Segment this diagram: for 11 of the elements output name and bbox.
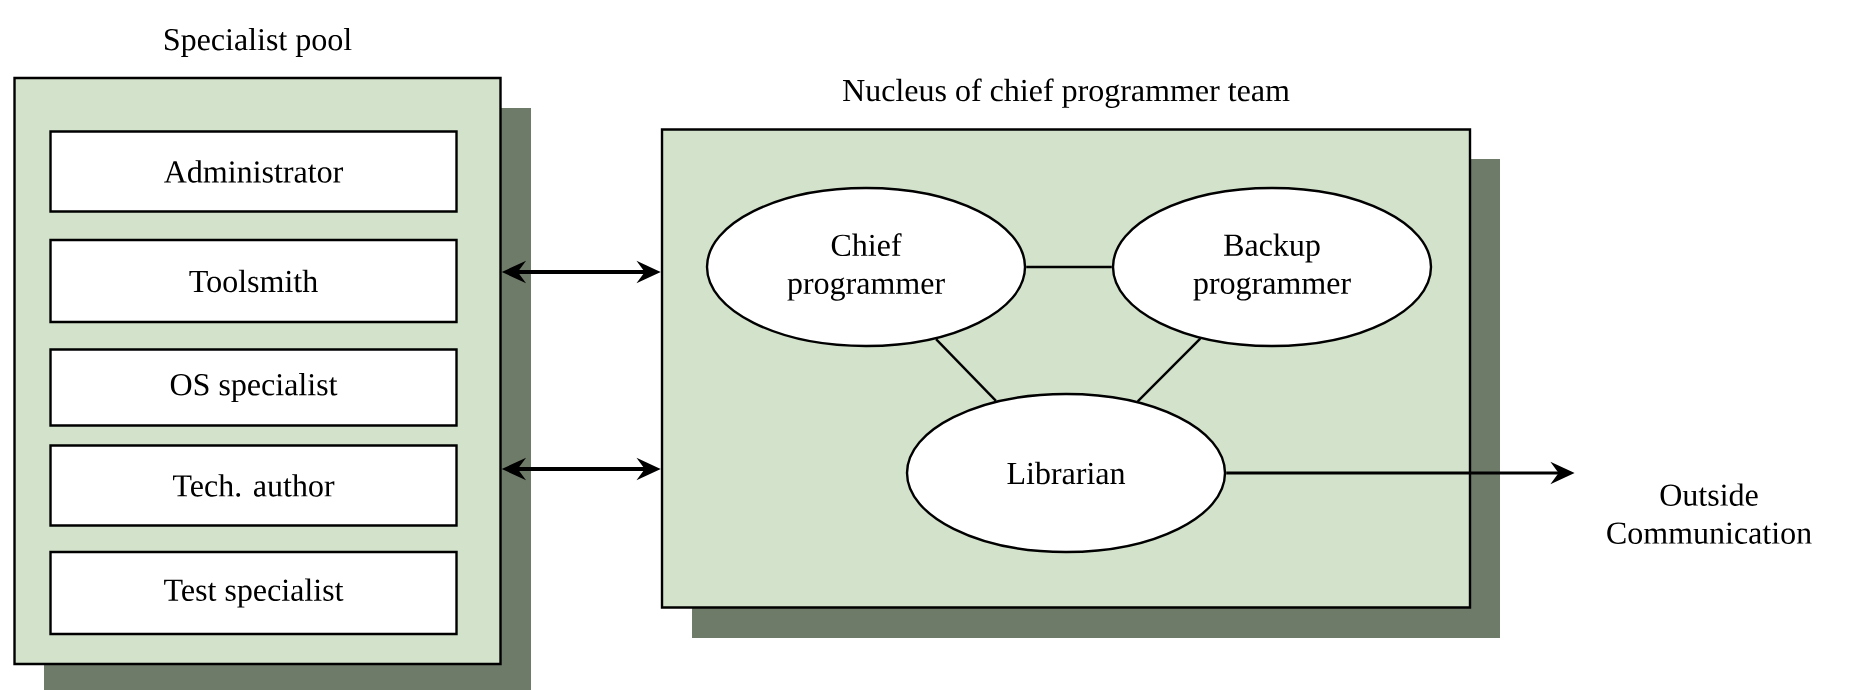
connector <box>1136 337 1202 403</box>
role-box: Administrator <box>49 130 458 213</box>
role-box: Toolsmith <box>49 238 458 324</box>
node-label: Nucleus of chief programmer team <box>843 78 1290 108</box>
role-box: Test specialist <box>49 550 458 636</box>
node-label: Specialist pool <box>164 27 352 57</box>
connector <box>1026 265 1112 269</box>
role-box: OS specialist <box>49 348 458 427</box>
endpoint-label: Outside Communication <box>1607 483 1812 544</box>
role-box: Tech. author <box>49 444 458 527</box>
connector <box>935 338 997 402</box>
